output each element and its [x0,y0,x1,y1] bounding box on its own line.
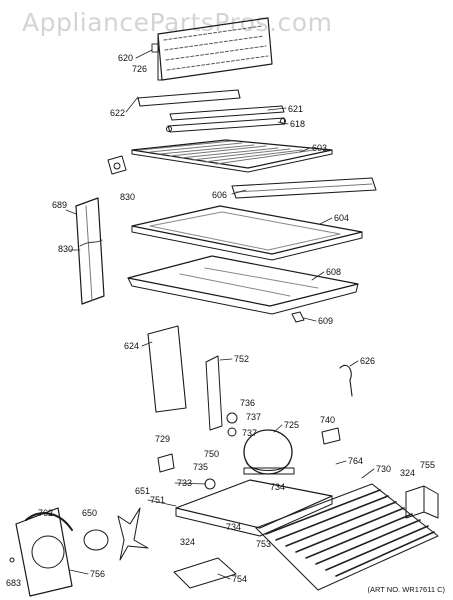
trim-strip-assembly [137,89,286,133]
machine-compartment-base [175,479,333,537]
part-number-label: 830 [120,192,135,202]
part-number-label: 603 [312,143,327,153]
part-number-label: 725 [284,420,299,430]
screw [9,557,15,563]
pan-glide [291,311,305,323]
grommet [227,427,237,437]
evaporator-assembly [151,17,273,81]
part-number-label: 609 [318,316,333,326]
part-number-label: 626 [360,356,375,366]
part-number-label: 324 [400,468,415,478]
crisper-cover [131,205,363,261]
part-number-label: 752 [234,354,249,364]
part-number-label: 735 [193,462,208,472]
part-number-label: 755 [420,460,435,470]
part-number-label: 736 [240,398,255,408]
side-channel [75,197,105,305]
part-number-label: 753 [256,539,271,549]
wire-shelf [131,139,333,173]
part-number-label: 606 [212,190,227,200]
compressor [243,429,295,475]
part-number-label: 726 [132,64,147,74]
part-number-label: 740 [320,415,335,425]
part-number-label: 624 [124,341,139,351]
part-number-label: 324 [180,537,195,547]
part-number-label: 751 [150,495,165,505]
part-number-label: 608 [326,267,341,277]
part-number-label: 754 [232,574,247,584]
part-labels: 620 726 622 621 618 603 830 606 689 604 … [6,53,435,588]
part-number-label: 764 [348,456,363,466]
capacitor [204,478,216,490]
door-rail [231,177,377,199]
condenser-coil [255,483,439,591]
part-number-label: 737 [246,412,261,422]
part-number-label: 730 [376,464,391,474]
part-number-label: 620 [118,53,133,63]
part-number-label: 734 [226,522,241,532]
part-number-label: 762 [38,508,53,518]
leader-lines [65,49,375,580]
part-number-label: 734 [270,482,285,492]
watermark: AppliancePartsPros.com [22,8,333,37]
part-number-label: 618 [290,119,305,129]
part-number-label: 683 [6,578,21,588]
part-number-label: 650 [82,508,97,518]
part-number-label: 621 [288,104,303,114]
crisper-pan [127,255,359,315]
art-number: (ART NO. WR17611 C) [367,585,445,594]
part-number-label: 756 [90,569,105,579]
part-number-label: 689 [52,200,67,210]
part-number-label: 729 [155,434,170,444]
part-number-label: 651 [135,486,150,496]
drain-pan [173,557,237,589]
part-number-label: 750 [204,449,219,459]
part-number-label: 622 [110,108,125,118]
drain-pan-bracket [405,485,439,519]
thermostat-knob-housing [107,155,127,175]
wire-harness [339,364,353,397]
air-duct [147,325,187,413]
part-number-label: 604 [334,213,349,223]
defrost-timer [321,427,341,445]
grommet [226,412,238,424]
compressor-bracket [205,355,223,431]
condenser-fan-assembly [15,507,149,597]
part-number-label: 737 [242,428,257,438]
relay [157,453,175,473]
part-number-label: 830 [58,244,73,254]
